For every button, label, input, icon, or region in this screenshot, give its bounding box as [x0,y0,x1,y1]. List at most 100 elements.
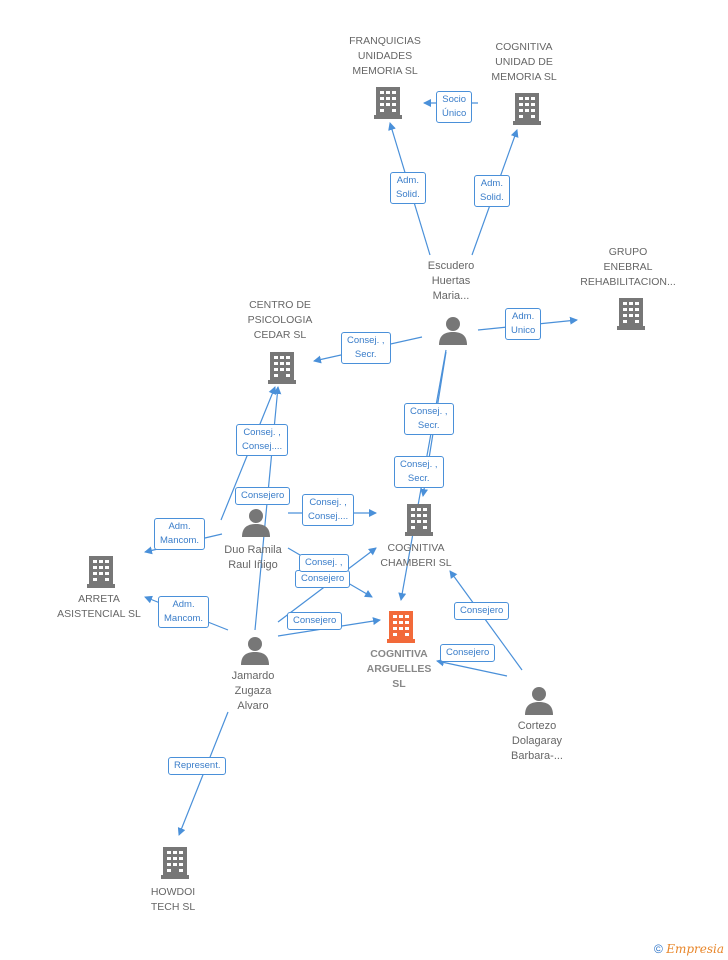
label-line: Secr. [354,349,377,360]
building-icon-franquicias[interactable] [374,87,402,119]
label-line: CENTRO DE [249,299,311,311]
building-icon-cognitiva_unidad[interactable] [513,93,541,125]
person-icon-jamardo[interactable] [241,637,269,665]
label-line: Zugaza [234,685,272,697]
label-line: Duo Ramila [224,544,282,556]
label-line: Cortezo [517,720,557,732]
label-line: Adm. [512,311,535,322]
person-icon-cortezo[interactable] [525,687,553,715]
building-icon-cognitiva_arguelles[interactable] [387,611,415,643]
label-line: Consej. , [309,497,347,508]
edge-label[interactable]: Consejero [287,612,343,630]
label-line: SL [392,678,406,690]
node-howdoi-label[interactable]: HOWDOI TECH SL [151,885,195,915]
node-cognitiva-arguelles-label[interactable]: COGNITIVA ARGUELLES SL [367,647,432,692]
label-line: Adm. [396,175,419,186]
person-icon-escudero[interactable] [439,317,467,345]
building-icon-arreta[interactable] [87,556,115,588]
label-line: Secr. [417,420,440,431]
label-line: HOWDOI [150,886,196,898]
label-line: Jamardo [231,670,275,682]
label-line: Raul Iñigo [228,559,278,571]
edge-line-e18 [436,658,508,677]
edge-label[interactable]: Adm. Solid. [474,175,510,207]
label-line: Consejero [301,573,345,584]
label-line: COGNITIVA [370,648,428,660]
label-line: CEDAR SL [253,329,307,341]
edge-label[interactable]: Represent. [168,757,227,775]
edge-label[interactable]: Adm. Mancom. [158,596,210,628]
brand-logo: Empresia [666,942,724,956]
label-line: Mancom. [160,535,200,546]
label-line: CHAMBERI SL [380,557,452,569]
footer-brand: © Empresia [654,942,724,956]
label-line: Adm. [168,521,191,532]
label-line: Consej. , [347,335,385,346]
edge-label[interactable]: Adm. Solid. [390,172,426,204]
label-line: Secr. [407,473,430,484]
label-line: Barbara-... [511,750,563,762]
label-line: Solid. [480,192,504,203]
label-line: GRUPO [608,246,648,258]
label-line: Solid. [396,189,420,200]
label-line: TECH SL [150,901,196,913]
edge-line-e17 [449,570,523,671]
edge-label[interactable]: Consej. , [299,554,349,572]
edge-label[interactable]: Consejero [235,487,291,505]
label-line: Socio [442,94,467,105]
label-line: COGNITIVA [387,542,445,554]
edge-label[interactable]: Consej. ,Consej.... [302,494,355,526]
edge-label[interactable]: Consejero [440,644,496,662]
building-icon-howdoi[interactable] [161,847,189,879]
edge-label[interactable]: Adm. Unico [505,308,542,340]
label-line: FRANQUICIAS [349,35,421,47]
label-line: Consejero [293,615,337,626]
label-line: Unico [511,325,536,336]
label-line: Escudero [427,260,475,272]
label-line: Mancom. [164,613,204,624]
edge-label[interactable]: Adm. Mancom. [154,518,206,550]
building-icon-grupo_enebral[interactable] [617,298,645,330]
edge-label[interactable]: Consej. ,Consej.... [236,424,289,456]
edge-label[interactable]: Consejero [295,570,351,588]
label-line: MEMORIA SL [491,71,557,83]
label-line: Maria... [432,290,470,302]
building-icon-centro_psicologia[interactable] [268,352,296,384]
edge-label[interactable]: Consej. , Secr. [394,456,444,488]
label-line: Consejero [446,647,490,658]
copyright-icon: © [654,942,663,956]
label-line: Consej. , [410,406,448,417]
label-line: Dolagaray [511,735,563,747]
label-line: Consejero [241,490,285,501]
label-line: Huertas [431,275,471,287]
label-line: Represent. [174,760,221,771]
node-cognitiva-unidad-label[interactable]: COGNITIVA UNIDAD DE MEMORIA SL [491,40,556,85]
label-line: Adm. [480,178,503,189]
edge-label[interactable]: Consejero [454,602,510,620]
label-line: Consej. , [243,427,281,438]
label-line: Adm. [172,599,195,610]
label-line: ASISTENCIAL SL [57,608,141,620]
label-line: UNIDAD DE [495,56,553,68]
label-line: Consej. , [305,557,343,568]
label-line: ARGUELLES [366,663,432,675]
edge-label[interactable]: Consej. , Secr. [341,332,391,364]
node-cognitiva-chamberi-label[interactable]: COGNITIVA CHAMBERI SL [380,541,451,571]
label-line: MEMORIA SL [352,65,418,77]
label-line: Consej. , [400,459,438,470]
label-line: REHABILITACION... [580,276,676,288]
building-icon-cognitiva_chamberi[interactable] [405,504,433,536]
label-line: COGNITIVA [495,41,553,53]
edge-label[interactable]: Consej. , Secr. [404,403,454,435]
label-line: Único [442,108,467,119]
